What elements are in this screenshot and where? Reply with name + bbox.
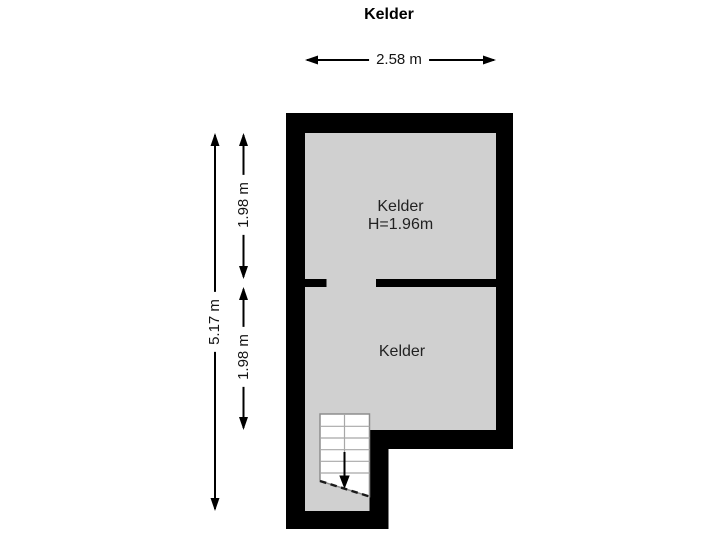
stair-cut-dashed-line [319,479,370,498]
dimension-width-label: 2.58 m [369,49,429,71]
dimension-lower-height-label: 1.98 m [232,327,255,387]
arrowhead-up-icon [210,133,220,146]
arrowhead-down-icon [239,417,248,430]
arrowhead-up-icon [239,133,248,146]
staircase [319,413,371,498]
room-label-upper: Kelder H=1.96m [368,198,433,234]
arrowhead-right-icon [483,55,496,65]
arrowhead-down-icon [239,266,248,279]
dimension-upper-height-label: 1.98 m [232,175,255,235]
plan-title: Kelder [364,6,414,23]
divider-wall-right-segment [376,279,496,287]
stair-down-arrow-icon [339,452,350,489]
dimension-total-height-label: 5.17 m [204,292,226,352]
arrowhead-left-icon [305,55,318,65]
arrowhead-down-icon [210,498,220,511]
divider-wall-left-segment [305,279,327,287]
room-name: Kelder [377,198,424,215]
room-ceiling-height: H=1.96m [367,216,434,233]
arrowhead-up-icon [239,287,248,300]
room-label-lower: Kelder [378,343,426,360]
